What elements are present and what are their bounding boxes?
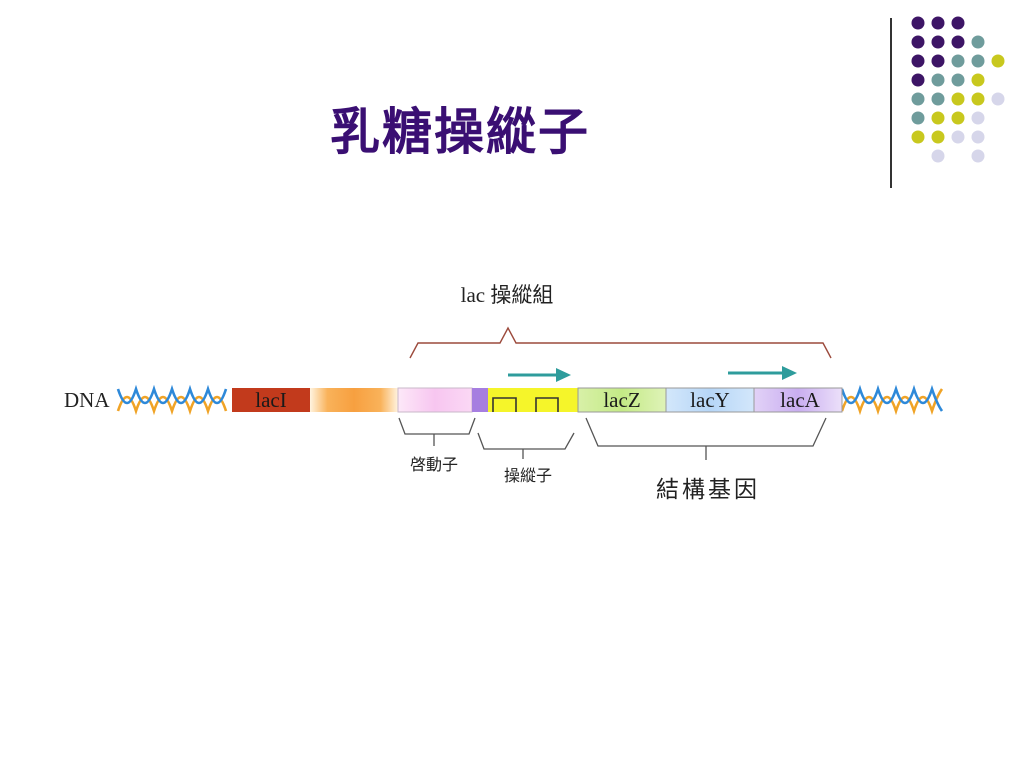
- laci-segment: [232, 388, 310, 412]
- decorative-dot: [971, 92, 985, 106]
- decorative-dot: [971, 35, 985, 49]
- decorative-dot: [931, 149, 945, 163]
- dna-label: DNA: [64, 388, 110, 412]
- spacer-segment: [310, 388, 398, 412]
- promoter-label: 啓動子: [410, 455, 458, 474]
- decorative-dot: [911, 54, 925, 68]
- structural-genes-bracket: [585, 417, 827, 460]
- operon-bracket: [409, 326, 832, 359]
- operator-binding-notches: [492, 397, 559, 412]
- decorative-dot: [951, 35, 965, 49]
- promoter-marker: [472, 388, 488, 412]
- structural-genes-label: 結構基因: [656, 477, 760, 503]
- dna-helix-left: [116, 384, 228, 416]
- decorative-dot: [911, 130, 925, 144]
- dna-helix-right: [840, 384, 944, 416]
- decorative-dot: [931, 16, 945, 30]
- laca-segment: [753, 387, 843, 413]
- decorative-dot: [991, 92, 1005, 106]
- promoter-segment: [397, 387, 473, 413]
- lacy-segment: [665, 387, 755, 413]
- operator-label: 操縱子: [504, 466, 552, 485]
- operator-segment: [488, 388, 578, 412]
- decorative-dot: [911, 111, 925, 125]
- decorative-dot: [931, 92, 945, 106]
- decorative-dot: [971, 111, 985, 125]
- lacz-label: lacZ: [603, 388, 640, 412]
- operator-bracket: [477, 432, 575, 459]
- lacz-segment: [577, 387, 667, 413]
- decorative-dot: [971, 130, 985, 144]
- decorative-dot: [931, 73, 945, 87]
- lacy-label: lacY: [690, 388, 730, 412]
- decorative-dot-grid: [911, 16, 1005, 163]
- decorative-dot: [951, 16, 965, 30]
- slide-title: 乳糖操縱子: [330, 102, 590, 161]
- operator-arrow: [508, 368, 571, 382]
- decorative-dot: [951, 130, 965, 144]
- decorative-dot: [991, 54, 1005, 68]
- decorative-dot: [951, 111, 965, 125]
- decorative-dot: [971, 149, 985, 163]
- decorative-dot: [951, 92, 965, 106]
- decorative-dot: [971, 54, 985, 68]
- decorative-dot: [911, 73, 925, 87]
- laci-label: lacI: [255, 388, 286, 412]
- decorative-dot: [911, 35, 925, 49]
- operon-label: lac 操縱組: [461, 283, 554, 307]
- decorative-dot: [931, 111, 945, 125]
- decorative-dot: [951, 54, 965, 68]
- decorative-dot: [931, 54, 945, 68]
- decorative-dot: [951, 73, 965, 87]
- promoter-bracket: [398, 417, 476, 446]
- laca-label: lacA: [780, 388, 820, 412]
- decorative-dot: [931, 130, 945, 144]
- structural-arrow: [728, 366, 797, 380]
- decorative-dot: [971, 73, 985, 87]
- decorative-divider-line: [890, 18, 892, 188]
- decorative-dot: [911, 16, 925, 30]
- decorative-dot: [911, 92, 925, 106]
- decorative-dot: [931, 35, 945, 49]
